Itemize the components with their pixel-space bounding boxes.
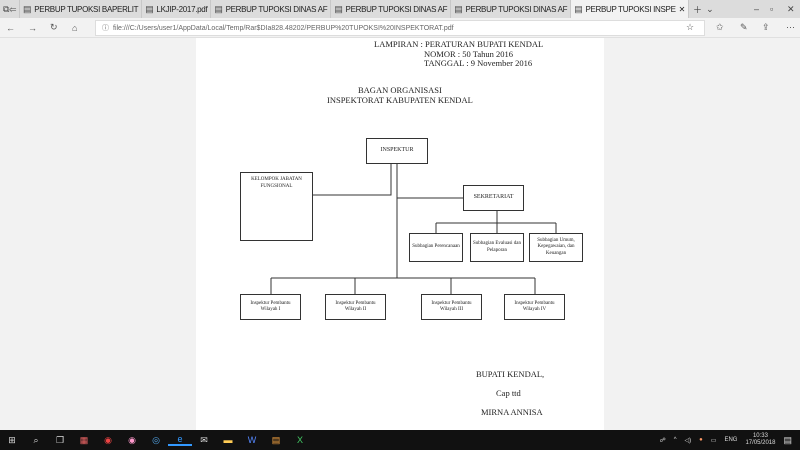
tab-4[interactable]: ▤PERBUP TUPOKSI DINAS AF <box>331 0 452 18</box>
pdf-icon: ▤ <box>454 3 463 14</box>
chrome-icon[interactable]: ◉ <box>104 434 112 445</box>
pdf-icon: ▤ <box>214 3 223 14</box>
close-window-icon[interactable]: ✕ <box>787 3 795 14</box>
tab-label: PERBUP TUPOKSI DINAS AF <box>345 4 448 14</box>
pdf-icon: ▤ <box>574 3 583 14</box>
box-subbagian-perencanaan: Subbagian Perencanaan <box>409 233 463 262</box>
new-tab-icon[interactable]: ＋ <box>693 4 703 15</box>
tanggal-text: TANGGAL : 9 November 2016 <box>424 58 533 68</box>
tab-label: PERBUP TUPOKSI DINAS AF <box>465 4 568 14</box>
app-icon[interactable]: ◎ <box>152 434 160 445</box>
box-kelompok-jabatan-fungsional: KELOMPOK JABATAN FUNGSIONAL <box>240 172 313 241</box>
forward-icon[interactable]: → <box>28 22 37 33</box>
search-icon[interactable]: ⌕ <box>33 434 39 445</box>
network-icon[interactable]: ▭ <box>710 437 717 444</box>
tab-2[interactable]: ▤LKJIP-2017.pdf <box>142 0 212 18</box>
signature-title: BUPATI KENDAL, <box>476 369 545 379</box>
close-tab-icon[interactable]: ✕ <box>678 4 686 14</box>
mail-icon[interactable]: ✉ <box>200 434 208 445</box>
windows-start-icon[interactable]: ⊞ <box>8 434 16 445</box>
tab-label: PERBUP TUPOKSI INSPE <box>585 4 676 14</box>
signature-stamp: Cap ttd <box>496 388 521 398</box>
chart-title: BAGAN ORGANISASI <box>358 85 442 95</box>
more-icon[interactable]: ⋯ <box>786 22 795 32</box>
excel-icon[interactable]: X <box>296 435 303 445</box>
tab-bar: ⧉⇐ ▤PERBUP TUPOKSI BAPERLIT ▤LKJIP-2017.… <box>0 0 800 18</box>
box-wilayah-4: Inspektur Pembantu Wilayah IV <box>504 294 565 320</box>
pdf-page: LAMPIRAN : PERATURAN BUPATI KENDAL NOMOR… <box>196 38 604 430</box>
app-tray-icon[interactable]: ● <box>699 437 703 443</box>
favorite-star-icon[interactable]: ☆ <box>686 22 695 32</box>
taskbar: ⊞ ⌕ ❐ ▦ ◉ ◉ ◎ e ✉ ▬ W ▤ X ☍ ^ ◁) ● ▭ ENG… <box>0 430 800 450</box>
box-wilayah-1: Inspektur Pembantu Wilayah I <box>240 294 301 320</box>
pdf-icon: ▤ <box>334 3 343 14</box>
address-bar: ← → ↻ ⌂ ⓘ file:///C:/Users/user1/AppData/… <box>0 18 800 38</box>
edge-icon[interactable]: e <box>168 434 192 446</box>
share-icon[interactable]: ⇪ <box>762 22 770 32</box>
box-wilayah-2: Inspektur Pembantu Wilayah II <box>325 294 386 320</box>
tab-preview-icon[interactable]: ⧉⇐ <box>0 0 21 18</box>
tab-5[interactable]: ▤PERBUP TUPOKSI DINAS AF <box>451 0 572 18</box>
tab-label: PERBUP TUPOKSI DINAS AF <box>225 4 328 14</box>
signature-name: MIRNA ANNISA <box>481 407 543 417</box>
pdf-icon: ▤ <box>145 3 154 14</box>
time-text: 10:33 <box>752 432 768 439</box>
url-text: file:///C:/Users/user1/AppData/Local/Tem… <box>113 24 454 32</box>
info-icon: ⓘ <box>102 25 109 32</box>
refresh-icon[interactable]: ↻ <box>50 22 58 32</box>
pdf-icon: ▤ <box>23 3 32 14</box>
favorites-icon[interactable]: ✩ <box>716 22 724 32</box>
tab-label: PERBUP TUPOKSI BAPERLIT <box>34 4 139 14</box>
maximize-icon[interactable]: ▫ <box>770 4 774 14</box>
people-icon[interactable]: ☍ <box>659 437 666 444</box>
date-text: 17/05/2018 <box>745 440 776 446</box>
chart-subtitle: INSPEKTORAT KABUPATEN KENDAL <box>327 95 473 105</box>
nomor-text: NOMOR : 50 Tahun 2016 <box>424 49 513 59</box>
language-indicator[interactable]: ENG <box>724 437 738 443</box>
box-subbagian-evaluasi: Subbagian Evaluasi dan Pelaporan <box>470 233 524 262</box>
volume-icon[interactable]: ◁) <box>684 437 692 444</box>
pen-icon[interactable]: ✎ <box>740 22 748 32</box>
url-input[interactable]: ⓘ file:///C:/Users/user1/AppData/Local/Te… <box>95 20 705 36</box>
tab-6-active[interactable]: ▤PERBUP TUPOKSI INSPE✕ <box>571 0 690 18</box>
app-icon[interactable]: ▤ <box>271 434 281 445</box>
chevron-up-icon[interactable]: ^ <box>673 437 677 443</box>
word-icon[interactable]: W <box>247 435 257 445</box>
tab-3[interactable]: ▤PERBUP TUPOKSI DINAS AF <box>211 0 332 18</box>
tab-label: LKJIP-2017.pdf <box>156 4 208 14</box>
kelompok-label: KELOMPOK JABATAN FUNGSIONAL <box>251 177 302 189</box>
lampiran-text: LAMPIRAN : PERATURAN BUPATI KENDAL <box>374 39 544 49</box>
notification-icon[interactable]: ▤ <box>783 434 792 445</box>
tab-1[interactable]: ▤PERBUP TUPOKSI BAPERLIT <box>20 0 143 18</box>
app-icon[interactable]: ▦ <box>79 434 89 445</box>
back-icon[interactable]: ← <box>6 22 15 33</box>
file-explorer-icon[interactable]: ▬ <box>223 435 233 445</box>
home-icon[interactable]: ⌂ <box>72 22 78 33</box>
browser-icon[interactable]: ◉ <box>128 434 136 445</box>
box-wilayah-3: Inspektur Pembantu Wilayah III <box>421 294 482 320</box>
box-sekretariat: SEKRETARIAT <box>463 185 524 211</box>
chevron-down-icon[interactable]: ⌄ <box>706 3 714 14</box>
box-subbagian-umum: Subbagian Umum, Kepegawaian, dan Keuanga… <box>529 233 583 262</box>
minimize-icon[interactable]: – <box>754 4 760 14</box>
box-inspektur: INSPEKTUR <box>366 138 428 164</box>
task-view-icon[interactable]: ❐ <box>55 434 65 445</box>
